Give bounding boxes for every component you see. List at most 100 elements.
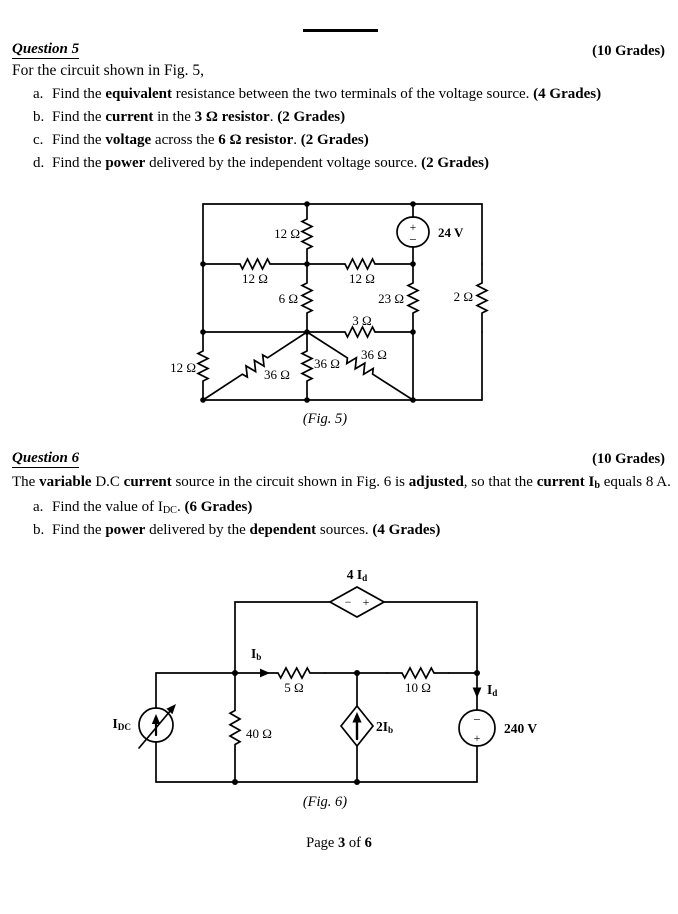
fig5-labels: 12 Ω + − 24 V 12 Ω 12 Ω 6 Ω 23 Ω 2 Ω 3 Ω… xyxy=(170,222,473,382)
question5-grades: (10 Grades) xyxy=(592,43,665,59)
id-arrowhead xyxy=(472,687,482,698)
node-dot xyxy=(304,397,310,403)
resistor-36ohm-left-diagonal xyxy=(202,331,308,401)
node-dot xyxy=(354,670,360,676)
label-24v: 24 V xyxy=(438,225,464,240)
minus-sign: − xyxy=(473,712,480,727)
ib-arrowhead xyxy=(260,668,270,678)
node-dot xyxy=(200,397,206,403)
plus-sign: + xyxy=(363,595,370,609)
node-dot xyxy=(200,261,206,267)
node-dot xyxy=(200,329,206,335)
node-dot xyxy=(232,670,238,676)
q5-item-b: b.Find the current in the 3 Ω resistor. … xyxy=(33,109,345,126)
plus-sign: + xyxy=(410,222,417,234)
label-36ohm-right: 36 Ω xyxy=(361,347,387,362)
fig6-labels: − + 5 Ω 10 Ω 40 Ω − + 240 V xyxy=(246,595,537,745)
question5-intro: For the circuit shown in Fig. 5, xyxy=(12,62,205,79)
node-dot xyxy=(410,397,416,403)
resistor-36ohm-vertical xyxy=(300,331,314,401)
top-rule xyxy=(303,29,378,32)
label-idc-source: IDC xyxy=(112,716,131,733)
wire-outer-top xyxy=(202,203,483,333)
label-4id-dependent-source: 4 Id xyxy=(346,567,368,584)
resistor-12ohm-left-edge xyxy=(196,331,210,401)
node-dot xyxy=(410,261,416,267)
item-text: Find the value of IDC. (6 Grades) xyxy=(52,499,253,517)
label-12ohm-h-right: 12 Ω xyxy=(349,271,375,286)
item-marker: a. xyxy=(33,86,44,102)
question6-title: Question 6 xyxy=(12,450,80,468)
label-40ohm: 40 Ω xyxy=(246,726,272,741)
resistor-12ohm-top xyxy=(300,203,314,265)
item-text: Find the equivalent resistance between t… xyxy=(52,86,602,102)
node-dot xyxy=(410,201,416,207)
fig6-wires xyxy=(138,586,496,783)
voltage-source-24v-circle xyxy=(396,216,430,248)
label-10ohm: 10 Ω xyxy=(405,680,431,695)
node-dot xyxy=(304,261,310,267)
q6-item-a: a. Find the value of IDC. (6 Grades) xyxy=(33,499,252,516)
item-text: Find the power delivered by the dependen… xyxy=(52,522,441,538)
item-marker: b. xyxy=(33,522,45,538)
resistor-10ohm xyxy=(386,666,450,680)
item-marker: d. xyxy=(33,155,45,171)
fig5-circuit-diagram: 12 Ω + − 24 V 12 Ω 12 Ω 6 Ω 23 Ω 2 Ω 3 Ω… xyxy=(170,201,489,403)
depI-arrowhead xyxy=(352,712,362,723)
fig5-wires xyxy=(196,203,489,401)
question6-grades: (10 Grades) xyxy=(592,451,665,467)
label-23ohm: 23 Ω xyxy=(378,291,404,306)
question6-header: Question 6 xyxy=(12,449,80,468)
label-3ohm: 3 Ω xyxy=(352,313,371,328)
node-dot xyxy=(354,779,360,785)
label-36ohm-mid: 36 Ω xyxy=(314,356,340,371)
question6-intro: The variable D.C current source in the c… xyxy=(12,474,671,492)
plus-sign: + xyxy=(474,731,481,745)
resistor-5ohm xyxy=(262,666,326,680)
minus-sign: − xyxy=(345,595,352,609)
fig5-caption: (Fig. 5) xyxy=(302,411,348,427)
fig6-arrowheads-and-dots xyxy=(151,668,482,785)
label-ib-current: Ib xyxy=(251,646,262,663)
label-2ib-dependent-source: 2Ib xyxy=(376,719,394,736)
dependent-current-source-diamond xyxy=(339,704,375,748)
label-6ohm: 6 Ω xyxy=(279,291,298,306)
item-marker: a. xyxy=(33,499,44,515)
resistor-40ohm xyxy=(228,672,242,783)
item-text: Find the voltage across the 6 Ω resistor… xyxy=(52,132,369,148)
fig5-node-dots xyxy=(200,201,416,403)
wire-top-left xyxy=(234,601,331,674)
node-dot xyxy=(474,670,480,676)
q5-item-a: a. Find the equivalent resistance between… xyxy=(33,86,601,103)
label-36ohm-left: 36 Ω xyxy=(264,367,290,382)
item-text: Find the power delivered by the independ… xyxy=(52,155,489,171)
question5-header: Question 5 xyxy=(12,40,80,59)
label-12ohm-left-edge: 12 Ω xyxy=(170,360,196,375)
page-footer: Page 3 of 6 xyxy=(306,835,372,851)
fig6-caption: (Fig. 6) xyxy=(302,794,348,810)
label-240v: 240 V xyxy=(504,721,537,736)
label-2ohm: 2 Ω xyxy=(454,289,473,304)
fig6-circuit-diagram: − + 5 Ω 10 Ω 40 Ω − + 240 V xyxy=(138,586,537,785)
resistor-36ohm-right-diagonal xyxy=(306,331,414,401)
variable-arrowhead xyxy=(166,704,176,715)
item-marker: c. xyxy=(33,132,44,148)
node-dot xyxy=(410,329,416,335)
node-dot xyxy=(232,779,238,785)
dependent-voltage-source-diamond xyxy=(328,586,386,618)
resistor-6ohm xyxy=(300,263,314,333)
label-5ohm: 5 Ω xyxy=(284,680,303,695)
resistor-2ohm xyxy=(475,263,489,333)
resistor-12ohm-h-left xyxy=(202,257,308,271)
q6-item-b: b. Find the power delivered by the depend… xyxy=(33,522,440,539)
q5-item-c: c. Find the voltage across the 6 Ω resist… xyxy=(33,132,369,149)
resistor-3ohm xyxy=(306,325,414,339)
item-marker: b. xyxy=(33,109,45,125)
node-dot xyxy=(304,201,310,207)
question5-title: Question 5 xyxy=(12,41,80,59)
label-id-current: Id xyxy=(487,682,498,699)
resistor-23ohm xyxy=(406,263,420,333)
q5-item-d: d. Find the power delivered by the indepe… xyxy=(33,155,489,172)
resistor-12ohm-h-right xyxy=(306,257,414,271)
